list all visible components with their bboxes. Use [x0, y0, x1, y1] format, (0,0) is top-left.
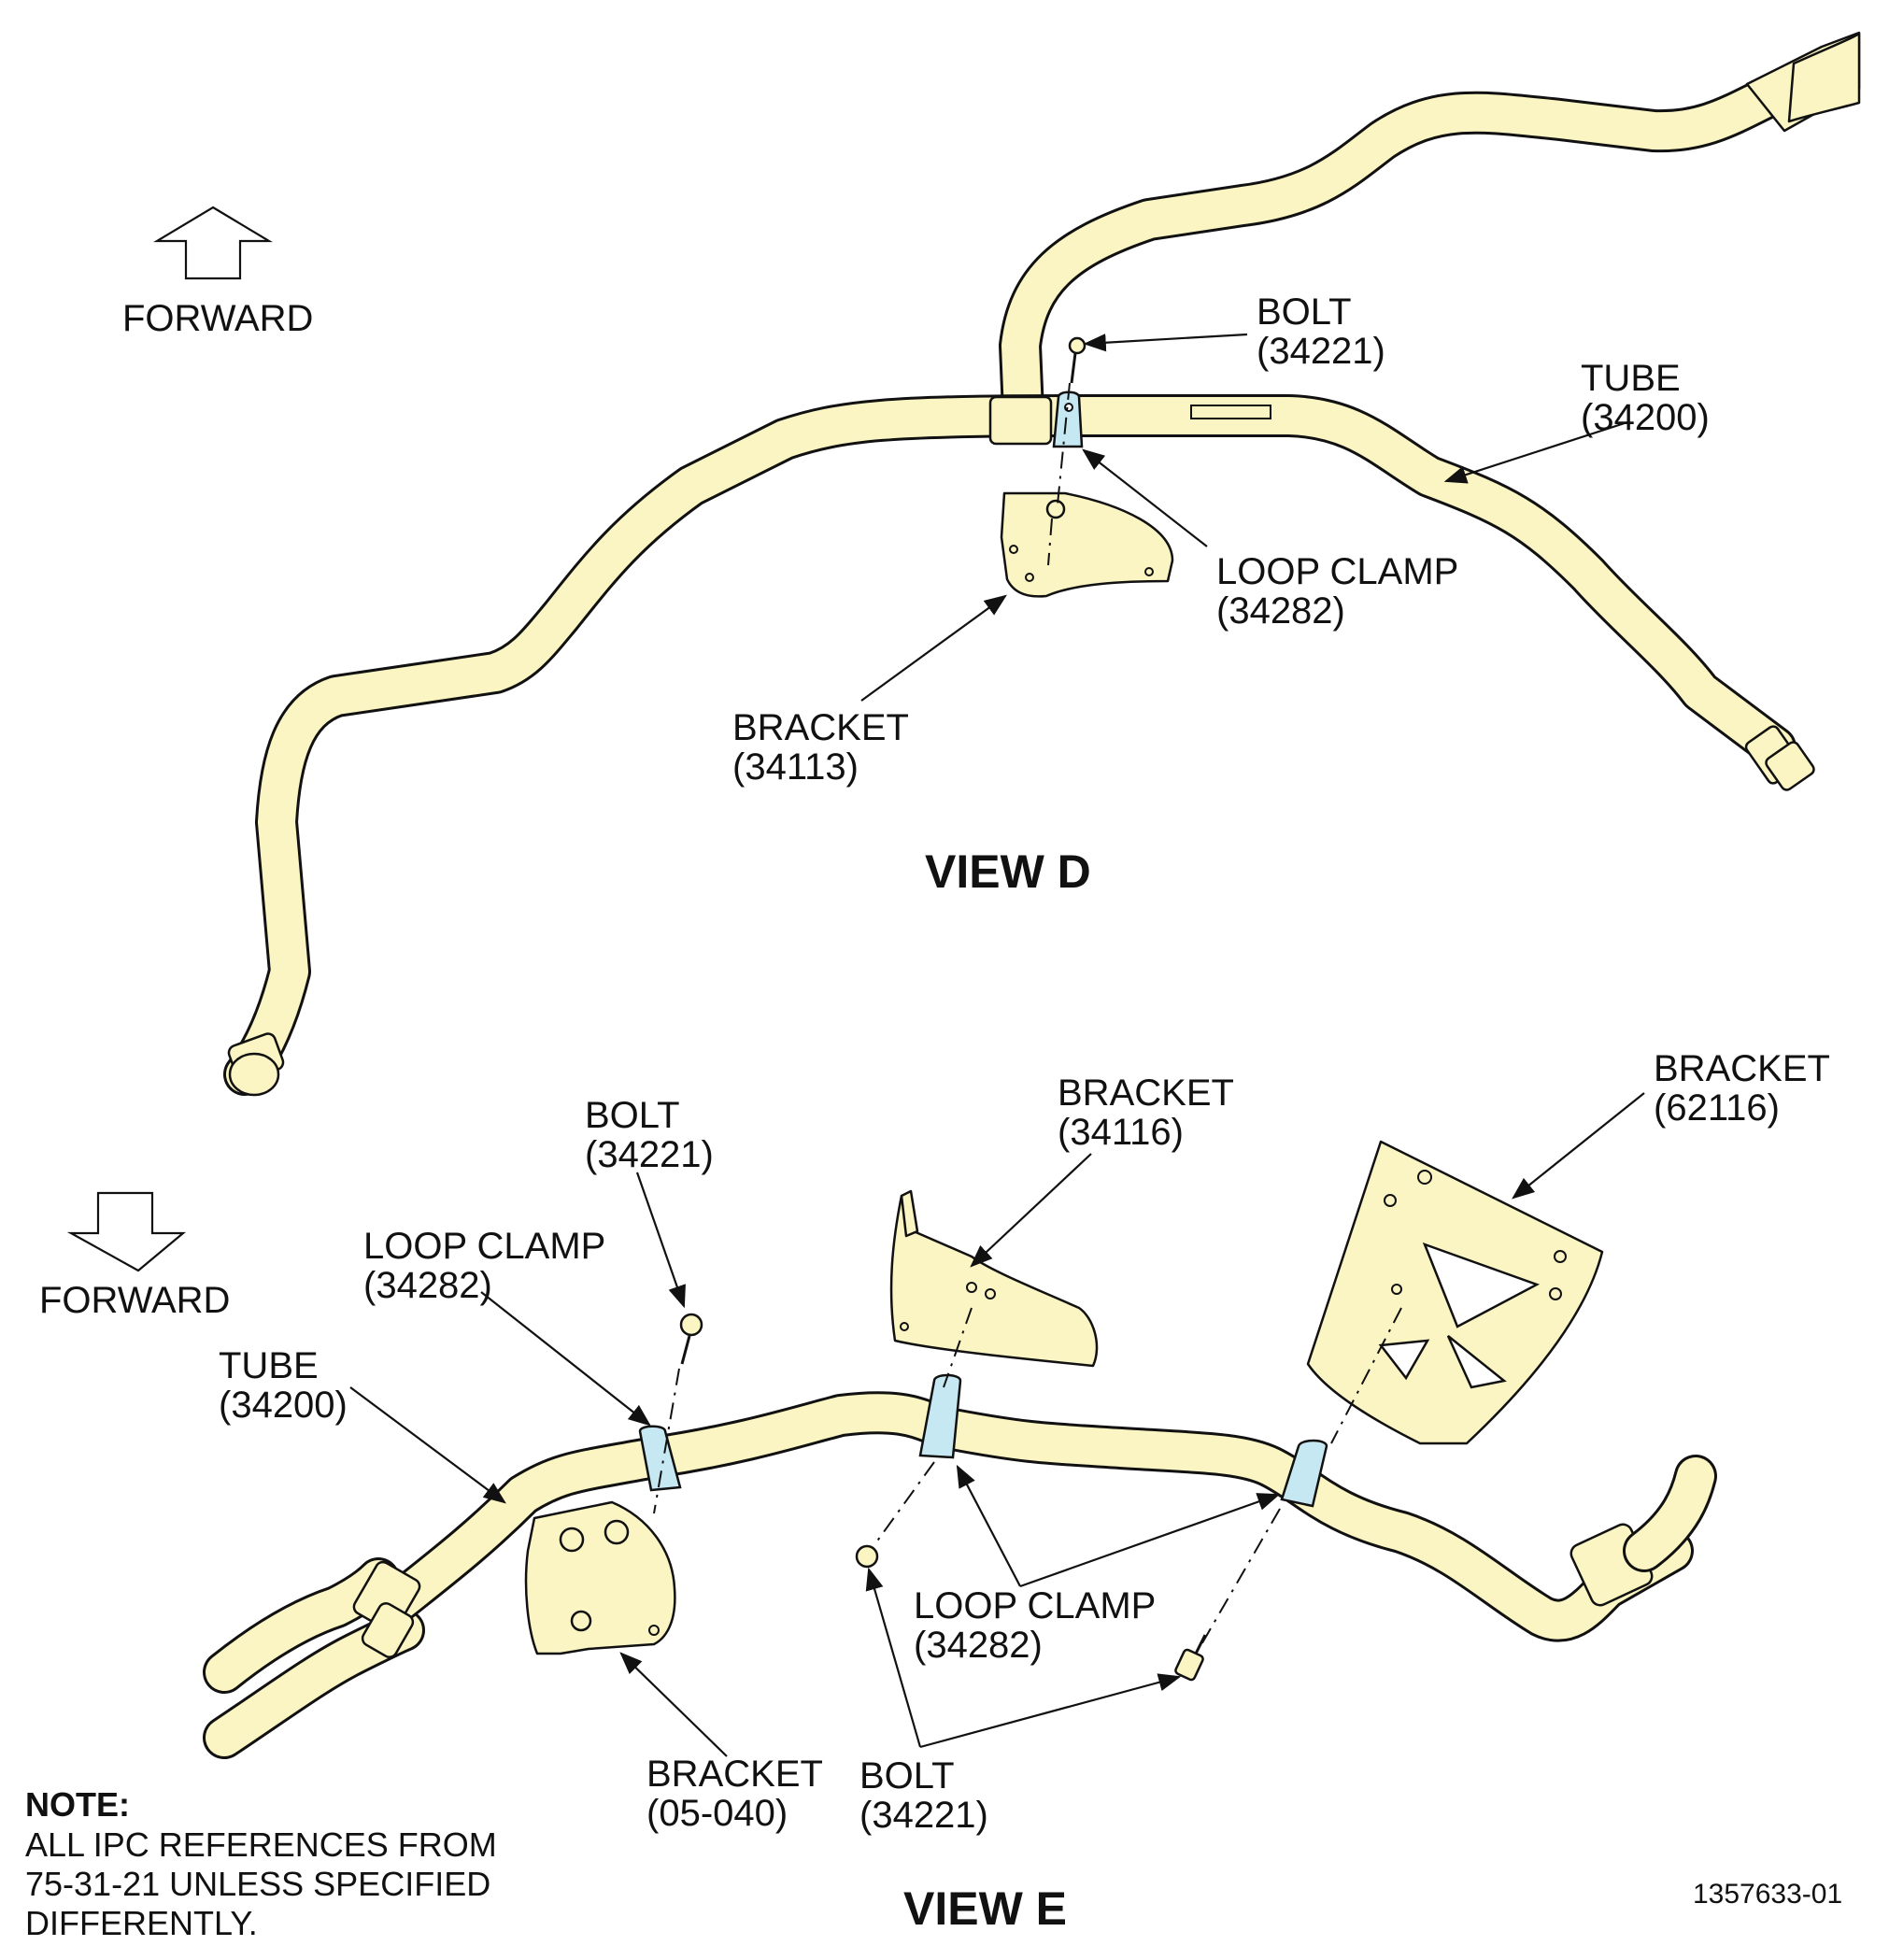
view-d-bolt-ref: (34221): [1257, 331, 1385, 372]
view-e-bracket-34116-label: BRACKET: [1058, 1072, 1234, 1114]
view-e-bracket-34116-ref: (34116): [1058, 1112, 1184, 1153]
view-d-bolt-label: BOLT: [1257, 291, 1352, 333]
view-d-upper-tube: [999, 31, 1861, 433]
figure-number: 1357633-01: [1693, 1879, 1842, 1910]
view-d-loop-clamp: [1052, 391, 1084, 448]
view-d-forward-label: FORWARD: [122, 298, 313, 339]
note-line-3: DIFFERENTLY.: [25, 1904, 258, 1942]
view-e-bolt-bottom-ref: (34221): [859, 1795, 988, 1836]
note-line-2: 75-31-21 UNLESS SPECIFIED: [25, 1865, 490, 1903]
view-e-loop-clamp-left-ref: (34282): [363, 1265, 492, 1306]
view-e-bolt-top: [679, 1313, 703, 1365]
view-d-bracket: [1000, 491, 1174, 598]
forward-arrow-down-icon: [66, 1191, 187, 1272]
view-d-tube-ref: (34200): [1581, 397, 1710, 438]
view-e-bracket-62116: [1306, 1140, 1604, 1445]
view-e-forward-label: FORWARD: [39, 1280, 230, 1321]
note-line-1: ALL IPC REFERENCES FROM: [25, 1825, 497, 1864]
view-d-loop-clamp-label: LOOP CLAMP: [1216, 551, 1458, 592]
view-e-bolt-bottom-label: BOLT: [859, 1755, 955, 1797]
view-e-bolt-top-ref: (34221): [585, 1134, 714, 1175]
view-e-bracket-05040: [524, 1500, 676, 1655]
note-block: NOTE: ALL IPC REFERENCES FROM 75-31-21 U…: [25, 1785, 497, 1942]
view-e-bracket-05040-ref: (05-040): [646, 1793, 788, 1834]
view-e-loop-clamp-middle: [918, 1373, 962, 1459]
view-e-bracket-34116: [889, 1189, 1099, 1368]
view-e-loop-clamp-bottom-ref: (34282): [914, 1625, 1043, 1666]
view-e-bracket-05040-label: BRACKET: [646, 1754, 823, 1795]
view-d-main-tube: [223, 394, 1815, 1097]
forward-arrow-up-icon: [153, 206, 273, 280]
view-e-main-tube: [352, 1391, 1717, 1658]
view-d-title: VIEW D: [925, 845, 1091, 898]
view-d-loop-clamp-ref: (34282): [1216, 590, 1345, 632]
view-e-bolt-middle: [855, 1544, 879, 1569]
view-e-tube-label: TUBE: [219, 1345, 319, 1386]
view-e-bracket-62116-label: BRACKET: [1654, 1048, 1830, 1089]
view-e-bolt-top-label: BOLT: [585, 1095, 680, 1136]
view-e-title: VIEW E: [903, 1882, 1067, 1935]
view-e-bracket-62116-ref: (62116): [1654, 1087, 1780, 1129]
view-d-tube-label: TUBE: [1581, 358, 1681, 399]
view-e-bolt-right: [1174, 1634, 1207, 1682]
view-e-tube-ref: (34200): [219, 1385, 348, 1426]
view-e-loop-clamp-right: [1280, 1439, 1328, 1508]
view-e-loop-clamp-left-label: LOOP CLAMP: [363, 1226, 605, 1267]
view-d-bolt: [1068, 336, 1087, 384]
view-e-loop-clamp-left: [638, 1425, 682, 1492]
view-d: FORWARD BOLT (34221) TUBE (34200) LOOP C…: [122, 31, 1861, 1097]
view-d-bracket-ref: (34113): [732, 746, 859, 788]
note-heading: NOTE:: [25, 1785, 130, 1824]
view-e: FORWARD BOLT (34221) LOOP CLAMP (34282) …: [39, 1048, 1830, 1935]
view-e-loop-clamp-bottom-label: LOOP CLAMP: [914, 1585, 1156, 1626]
view-d-bracket-label: BRACKET: [732, 707, 909, 748]
